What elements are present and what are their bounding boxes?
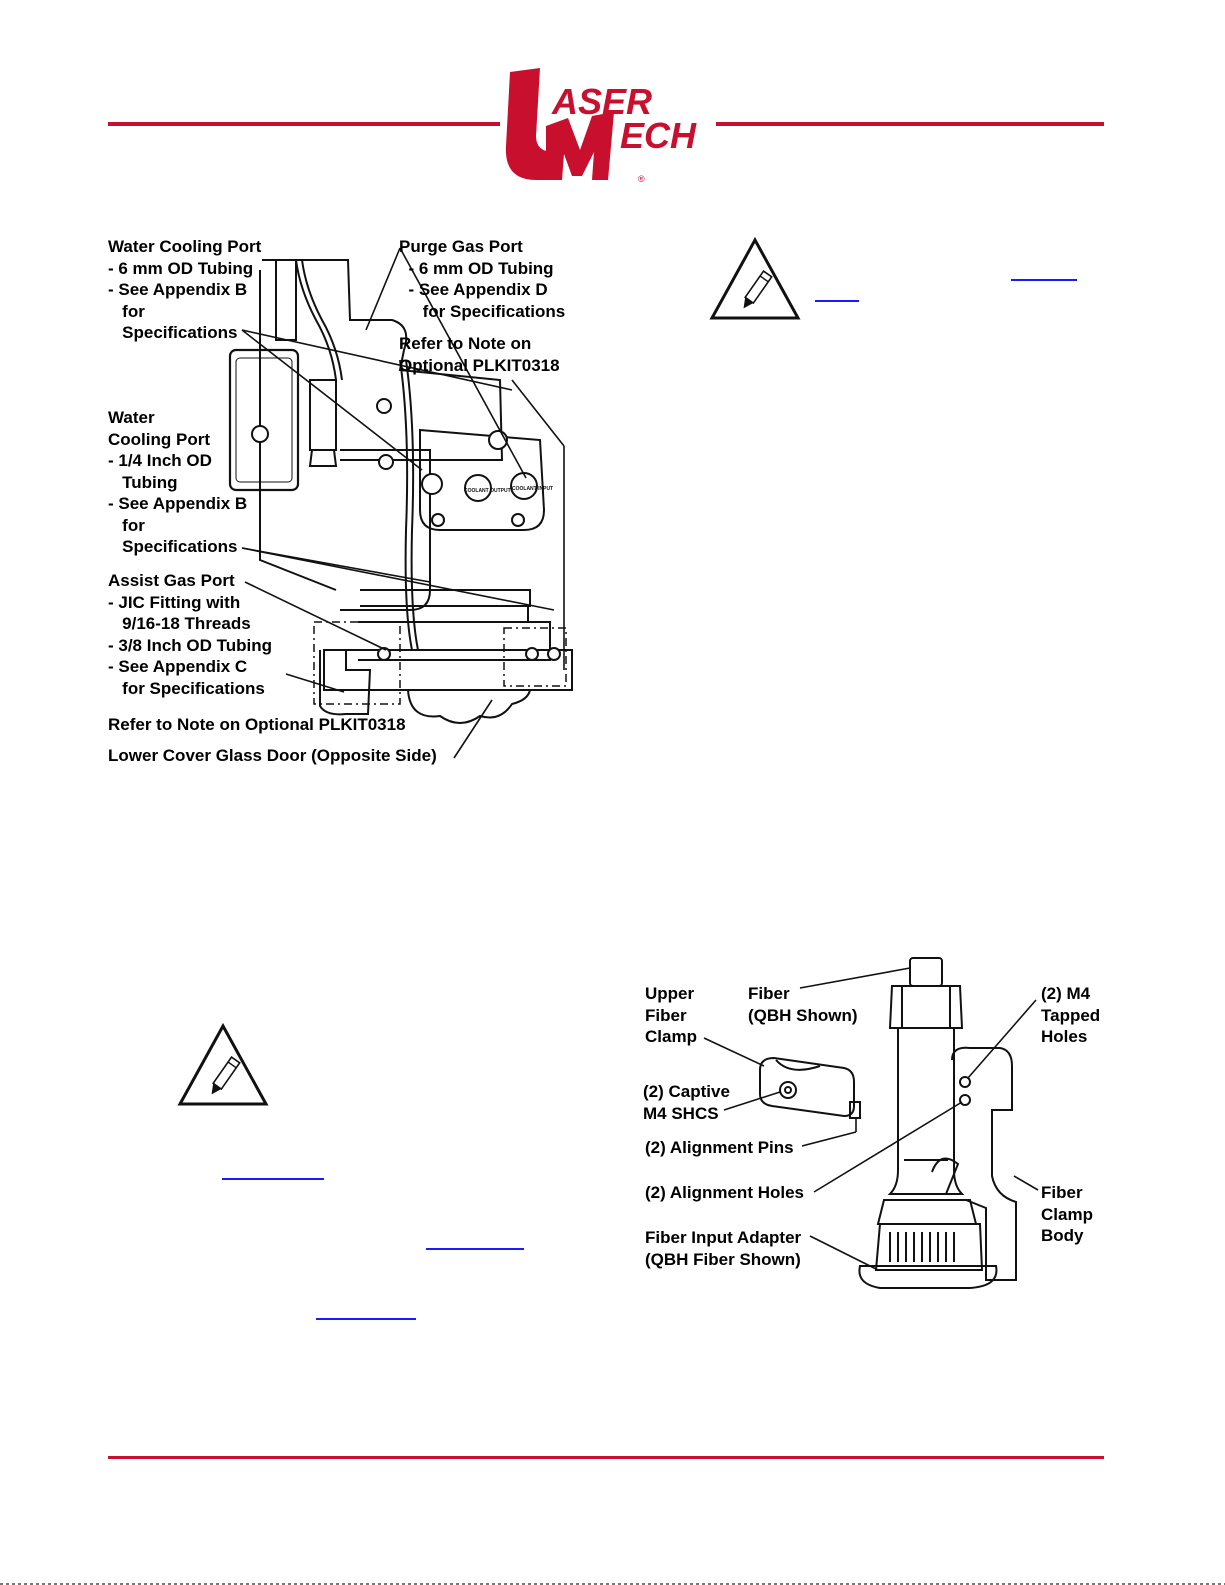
header-rule-left xyxy=(108,122,500,126)
callout-fiber-clamp-body: Fiber Clamp Body xyxy=(1041,1183,1093,1245)
svg-text:COOLANT OUTPUT: COOLANT OUTPUT xyxy=(464,488,511,494)
hyperlink-underline[interactable] xyxy=(815,300,859,302)
page-bottom-edge xyxy=(0,1583,1225,1585)
header-rule-right xyxy=(716,122,1104,126)
note-pencil-icon xyxy=(708,236,802,322)
callout-fiber: Fiber (QBH Shown) xyxy=(748,984,858,1025)
hyperlink-underline[interactable] xyxy=(222,1178,324,1180)
callout-purge-gas-port: Purge Gas Port - 6 mm OD Tubing - See Ap… xyxy=(399,237,566,321)
svg-text:COOLANT INPUT: COOLANT INPUT xyxy=(512,486,553,492)
logo-mark: ASER ECH ® xyxy=(505,68,697,184)
callout-alignment-pins: (2) Alignment Pins xyxy=(645,1138,794,1157)
footer-rule xyxy=(108,1456,1104,1459)
callout-captive-shcs: (2) Captive M4 SHCS xyxy=(643,1082,730,1123)
note-pencil-icon xyxy=(176,1022,270,1108)
callout-upper-fiber-clamp: Upper Fiber Clamp xyxy=(645,984,697,1046)
svg-text:ECH: ECH xyxy=(620,115,697,156)
callout-m4-tapped-holes: (2) M4 Tapped Holes xyxy=(1041,984,1101,1046)
callout-assist-gas-port: Assist Gas Port - JIC Fitting with 9/16-… xyxy=(108,571,273,698)
head-assembly-figure: COOLANT OUTPUT COOLANT INPUT xyxy=(100,230,580,770)
callout-refer-note-bottom: Refer to Note on Optional PLKIT0318 xyxy=(108,715,406,734)
svg-text:®: ® xyxy=(638,174,645,184)
head-assembly-drawing: COOLANT OUTPUT COOLANT INPUT xyxy=(228,247,573,759)
callout-water-port-quarter: Water Cooling Port - 1/4 Inch OD Tubing … xyxy=(108,408,248,556)
callout-lower-cover-door: Lower Cover Glass Door (Opposite Side) xyxy=(108,746,437,765)
callout-water-port-6mm: Water Cooling Port - 6 mm OD Tubing - Se… xyxy=(108,237,262,342)
hyperlink-underline[interactable] xyxy=(316,1318,416,1320)
svg-text:ASER: ASER xyxy=(551,81,652,122)
callout-refer-note-top: Refer to Note on Optional PLKIT0318 xyxy=(399,334,560,375)
fiber-clamp-drawing xyxy=(703,957,1039,1289)
callout-alignment-holes: (2) Alignment Holes xyxy=(645,1183,804,1202)
fiber-clamp-figure xyxy=(640,950,1110,1300)
hyperlink-underline[interactable] xyxy=(1011,279,1077,281)
laser-mech-logo: ASER ECH ® xyxy=(496,66,718,186)
callout-fiber-input-adapter: Fiber Input Adapter (QBH Fiber Shown) xyxy=(645,1228,802,1269)
hyperlink-underline[interactable] xyxy=(426,1248,524,1250)
